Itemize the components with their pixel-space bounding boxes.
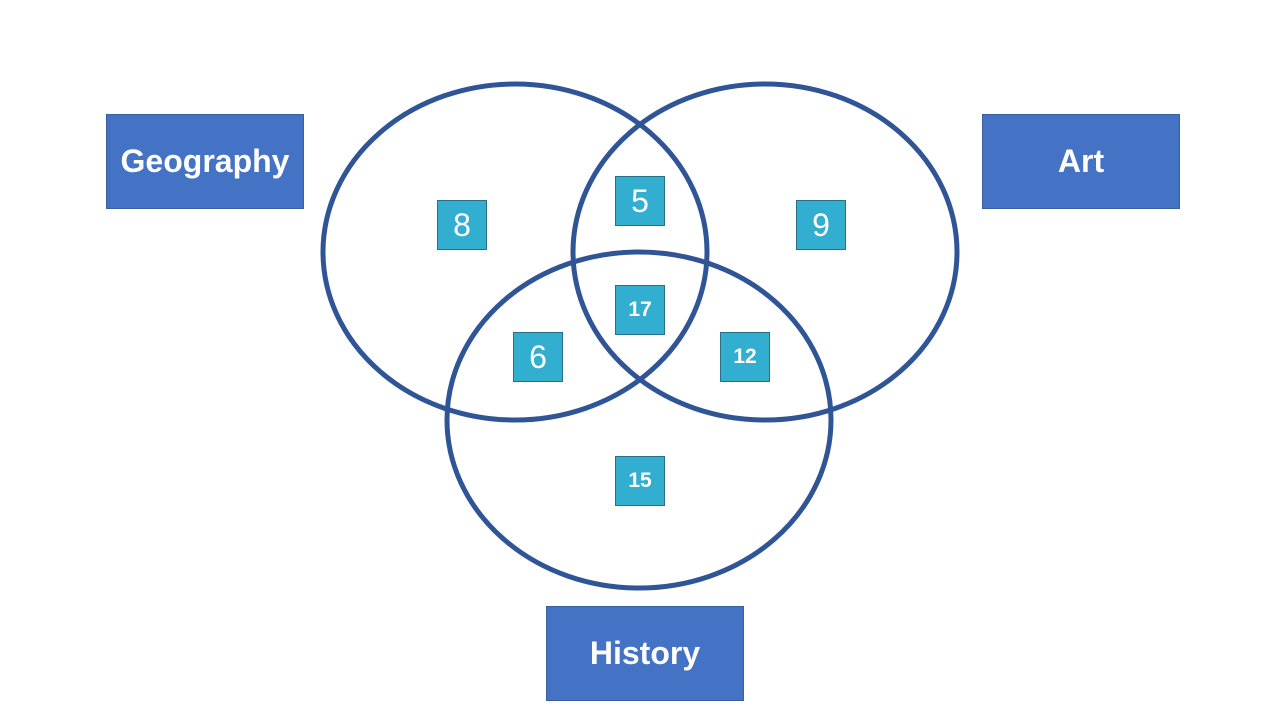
geography-label: Geography xyxy=(106,114,304,209)
geography-history-count: 6 xyxy=(513,332,563,382)
art-only-count: 9 xyxy=(796,200,846,250)
art-history-count: 12 xyxy=(720,332,770,382)
history-label: History xyxy=(546,606,744,701)
geography-circle xyxy=(320,81,710,423)
history-circle xyxy=(444,249,834,591)
all-three-count: 17 xyxy=(615,285,665,335)
history-only-count: 15 xyxy=(615,456,665,506)
art-label: Art xyxy=(982,114,1180,209)
geography-only-count: 8 xyxy=(437,200,487,250)
geography-art-count: 5 xyxy=(615,176,665,226)
art-circle xyxy=(570,81,960,423)
